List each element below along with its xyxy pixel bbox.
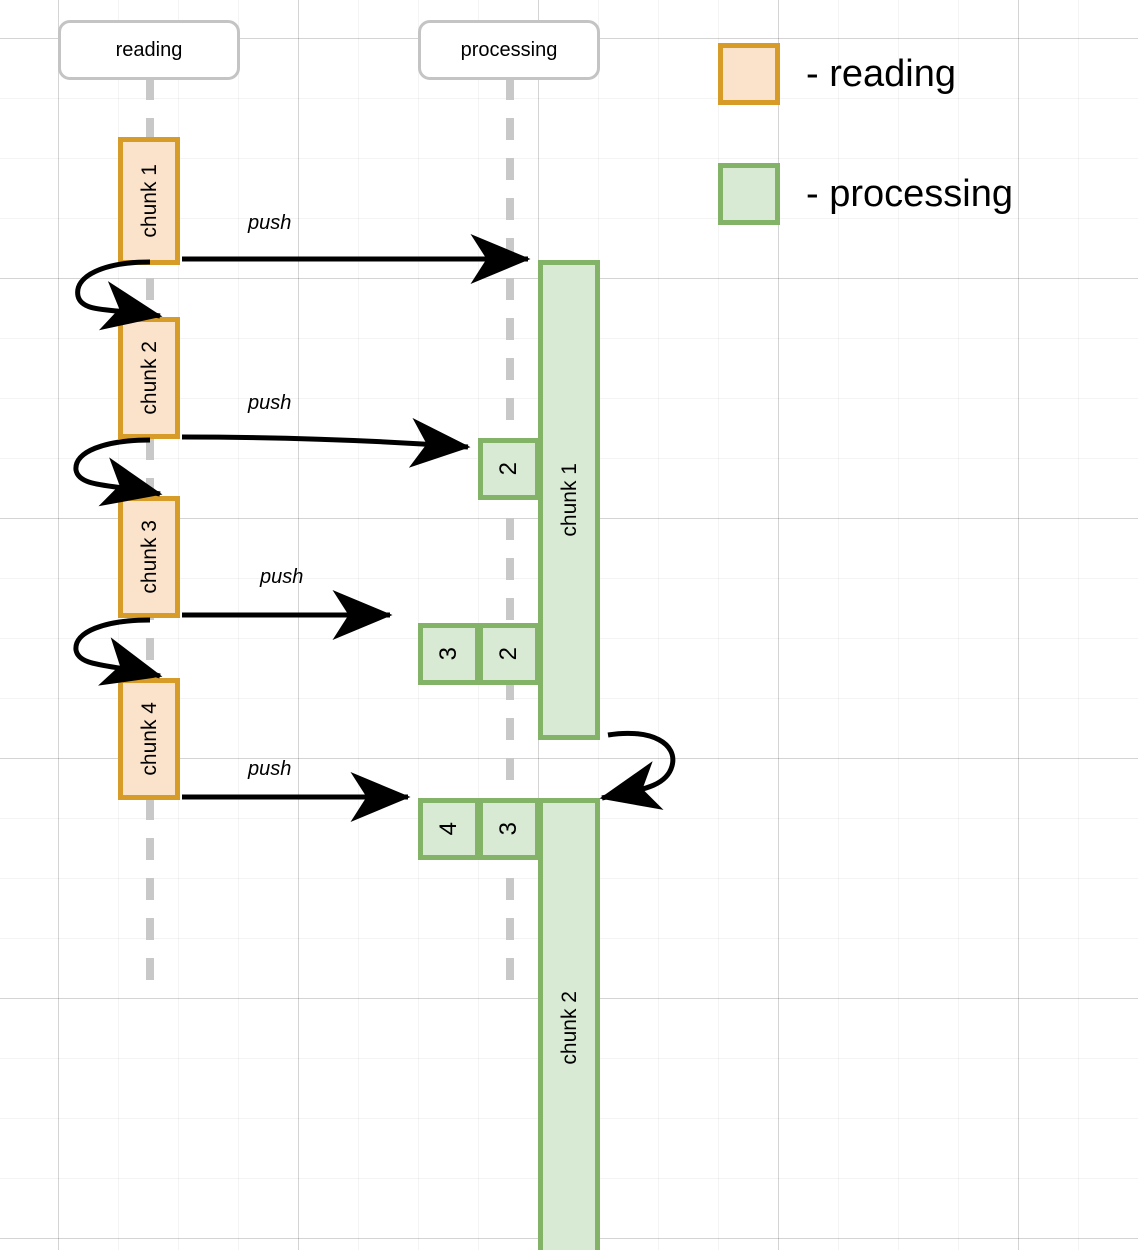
lane-header-processing[interactable]: processing [418,20,600,80]
queue-item-label: 2 [495,462,522,476]
lane-header-reading[interactable]: reading [58,20,240,80]
push-label-1: push [248,212,292,234]
queue-item-4-a[interactable]: 4 [418,798,480,860]
reading-chunk-3-label: chunk 3 [137,520,161,594]
queue-item-3-a[interactable]: 3 [418,623,480,685]
reading-chunk-1-label: chunk 1 [137,164,161,238]
legend-label-processing: - processing [806,172,1013,215]
processing-chunk-bar-1-label: chunk 1 [557,463,581,537]
reading-chunk-3[interactable]: chunk 3 [118,496,180,618]
reading-chunk-4-label: chunk 4 [137,702,161,776]
processing-chunk-bar-1[interactable]: chunk 1 [538,260,600,740]
queue-item-label: 3 [495,822,522,836]
push-label-4: push [248,758,292,780]
queue-item-label: 4 [435,822,462,836]
queue-item-label: 3 [435,647,462,661]
lane-header-reading-label: reading [115,38,183,61]
legend-item-processing[interactable]: - processing [718,163,1013,225]
lane-header-processing-label: processing [460,38,558,61]
processing-loop-1-2 [599,730,676,810]
processing-chunk-bar-2[interactable]: chunk 2 [538,798,600,1250]
queue-item-2-a[interactable]: 2 [478,438,540,500]
legend-swatch-reading-icon [718,43,780,105]
push-arrow-2 [181,417,471,468]
lifeline-processing [506,78,514,984]
processing-chunk-bar-2-label: chunk 2 [557,991,581,1065]
legend-label-reading: - reading [806,52,956,95]
reading-chunk-2[interactable]: chunk 2 [118,317,180,439]
reading-chunk-2-label: chunk 2 [137,341,161,415]
reading-chunk-4[interactable]: chunk 4 [118,678,180,800]
push-label-3: push [260,566,304,588]
legend-swatch-processing-icon [718,163,780,225]
push-label-2: push [248,392,292,414]
reading-chunk-1[interactable]: chunk 1 [118,137,180,265]
queue-item-2-b[interactable]: 2 [478,623,540,685]
legend-item-reading[interactable]: - reading [718,43,956,105]
queue-item-label: 2 [495,647,522,661]
queue-item-3-b[interactable]: 3 [478,798,540,860]
